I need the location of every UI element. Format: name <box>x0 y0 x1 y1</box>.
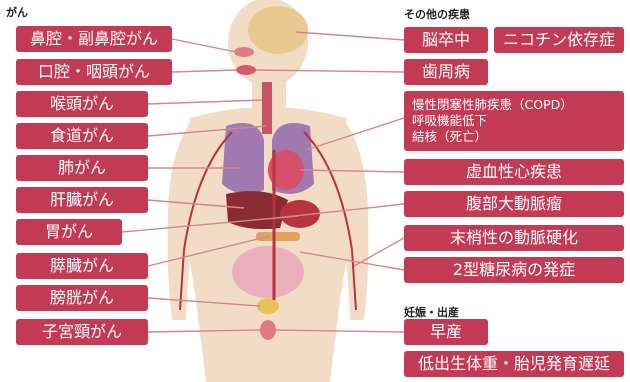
label-stomach-cancer: 胃がん <box>16 219 122 245</box>
label-liver-cancer: 肝臓がん <box>16 187 148 213</box>
label-cervical-cancer: 子宮頸がん <box>16 319 148 345</box>
label-type2-diabetes: 2型糖尿病の発症 <box>404 257 624 283</box>
label-tuberculosis-death: 結核（死亡） <box>412 129 488 144</box>
label-copd-group: 慢性閉塞性肺疾患（COPD） 呼吸機能低下 結核（死亡） <box>404 91 624 151</box>
label-laryngeal-cancer: 喉頭がん <box>16 91 148 117</box>
label-bladder-cancer: 膀胱がん <box>16 285 148 311</box>
label-pancreatic-cancer: 膵臓がん <box>16 253 148 279</box>
bladder <box>257 298 279 314</box>
label-esophageal-cancer: 食道がん <box>16 123 148 149</box>
pancreas <box>256 232 300 241</box>
uterus <box>260 320 276 340</box>
label-ischemic-heart-disease: 虚血性心疾患 <box>404 159 624 185</box>
label-nasal-cancer: 鼻腔・副鼻腔がん <box>16 26 172 52</box>
intestines <box>232 246 304 298</box>
lung-right <box>222 123 264 194</box>
label-nicotine-dependence: ニコチン依存症 <box>494 27 624 53</box>
label-periodontal-disease: 歯周病 <box>404 59 488 85</box>
label-lung-cancer: 肺がん <box>16 155 148 181</box>
label-respiratory-decline: 呼吸機能低下 <box>412 113 488 128</box>
leader-lines-left <box>121 38 299 333</box>
trachea <box>262 82 272 134</box>
artery-left-arm <box>303 131 357 311</box>
heart <box>268 150 304 190</box>
label-preterm-birth: 早産 <box>404 319 488 345</box>
label-copd: 慢性閉塞性肺疾患（COPD） <box>412 97 573 112</box>
section-pregnancy-heading: 妊娠・出産 <box>404 306 459 319</box>
section-cancer-heading: がん <box>6 6 28 19</box>
mouth <box>236 65 256 75</box>
label-oral-pharyngeal-cancer: 口腔・咽頭がん <box>16 59 172 85</box>
section-other-heading: その他の疾患 <box>404 8 470 21</box>
artery-right-arm <box>179 131 233 311</box>
label-abdominal-aortic-aneurysm: 腹部大動脈瘤 <box>404 191 624 217</box>
liver <box>226 191 288 230</box>
label-stroke: 脳卒中 <box>404 27 488 53</box>
nasal-cavity <box>234 47 254 57</box>
leader-lines-right <box>255 31 405 333</box>
brain <box>248 6 308 54</box>
label-low-birth-weight: 低出生体重・胎児発育遅延 <box>404 351 624 377</box>
label-peripheral-arteriosclerosis: 末梢性の動脈硬化 <box>404 225 624 251</box>
stomach <box>280 200 320 228</box>
